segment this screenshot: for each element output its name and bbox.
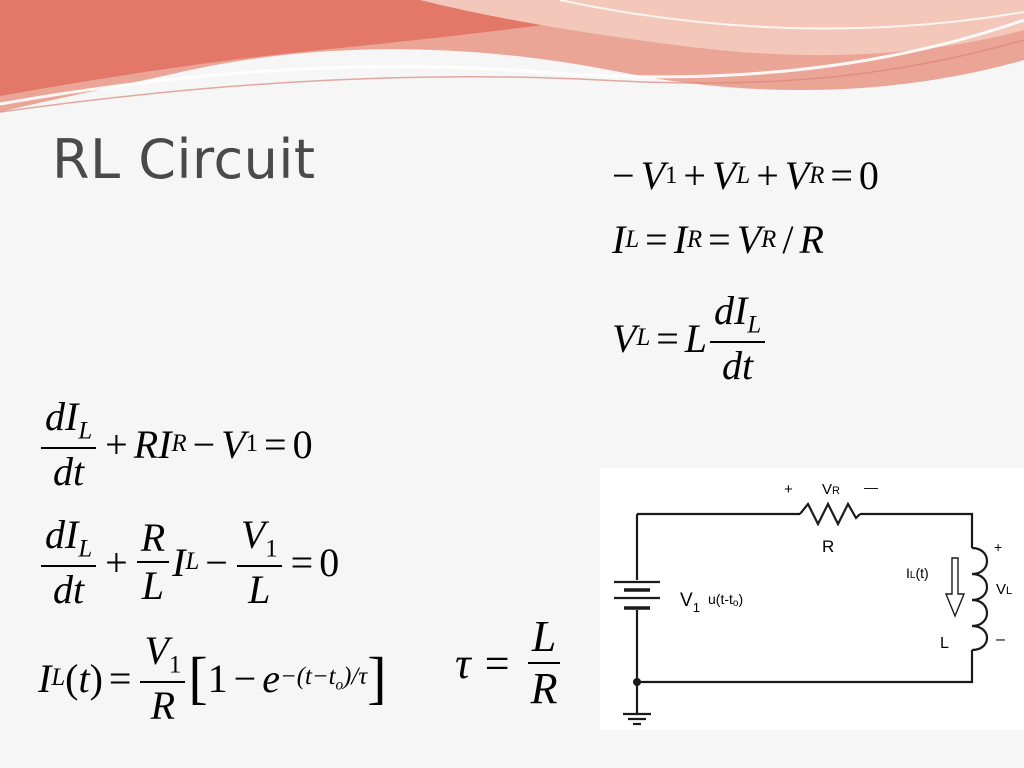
wire-top-right xyxy=(860,512,974,548)
inductor-name-label: L xyxy=(940,635,949,652)
svg-text:IL(t): IL(t) xyxy=(906,565,929,581)
svg-text:VL: VL xyxy=(996,581,1012,598)
resistor-minus-sign: — xyxy=(864,479,878,495)
current-arrow-icon xyxy=(944,557,966,618)
source-step-label: u(t-t xyxy=(708,591,733,607)
current-label: I xyxy=(906,565,910,581)
inductor-voltage-label: V xyxy=(996,581,1006,598)
resistor-name-label: R xyxy=(822,537,834,556)
junction-node xyxy=(633,678,641,686)
svg-text:u(t-to): u(t-to) xyxy=(708,591,743,609)
rl-circuit-diagram: + VR — R V1 u(t-to) IL(t) L + VL – xyxy=(600,468,1024,730)
svg-text:V1: V1 xyxy=(680,590,700,615)
resistor-voltage-label: V xyxy=(822,481,832,498)
svg-text:VR: VR xyxy=(822,481,840,498)
wire-bottom xyxy=(637,650,974,684)
resistor-plus-sign: + xyxy=(784,481,793,498)
resistor-symbol xyxy=(799,501,861,527)
inductor-plus-sign: + xyxy=(994,539,1002,555)
inductor-minus-sign: – xyxy=(996,631,1005,648)
slide-title: RL Circuit xyxy=(52,128,316,191)
inductor-symbol xyxy=(971,546,989,652)
header-wave-banner xyxy=(0,0,1024,113)
source-voltage-label: V xyxy=(680,590,693,611)
